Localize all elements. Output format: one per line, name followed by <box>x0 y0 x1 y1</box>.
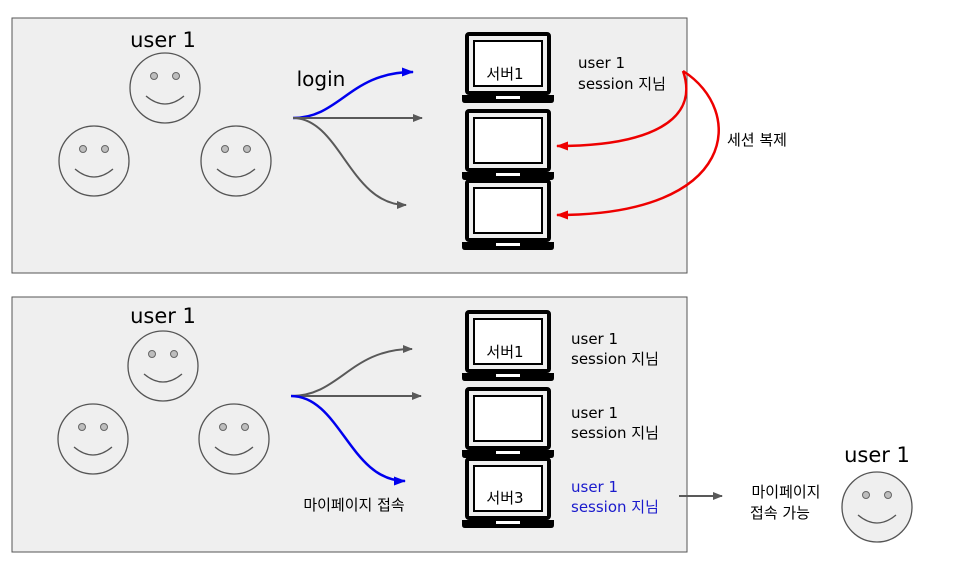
top-session-line2: session 지님 <box>578 75 666 93</box>
top-user-smiley-icon <box>58 125 130 197</box>
bottom-server3-label: 서버3 <box>486 489 523 507</box>
bottom-arrow-to-server3 <box>290 394 406 486</box>
bottom-server2-laptop-icon <box>460 387 556 460</box>
bottom-srv2-session-line1: user 1 <box>571 404 618 422</box>
login-label: login <box>297 67 346 91</box>
bottom-srv2-session-line2: session 지님 <box>571 424 659 442</box>
top-server3-laptop-icon <box>460 179 556 252</box>
replicate-arrow-to-server3 <box>556 69 720 220</box>
top-user-smiley-icon <box>200 125 272 197</box>
bottom-server1-label: 서버1 <box>486 343 523 361</box>
bottom-user-smiley-icon <box>198 403 270 475</box>
bottom-user-smiley-icon <box>57 403 129 475</box>
bottom-srv3-session-line1: user 1 <box>571 478 618 496</box>
bottom-user-smiley-icon <box>127 330 199 402</box>
top-server1-label: 서버1 <box>486 65 523 83</box>
top-arrow-to-server3 <box>292 117 407 209</box>
top-user-label: user 1 <box>130 28 196 52</box>
result-user-label: user 1 <box>844 443 910 467</box>
top-session-line1: user 1 <box>578 54 625 72</box>
top-arrow-to-server1 <box>292 67 414 120</box>
bottom-srv1-session-line1: user 1 <box>571 330 618 348</box>
result-line1: 마이페이지 <box>751 483 820 501</box>
result-user-smiley-icon <box>841 471 913 543</box>
bottom-srv3-session-line2: session 지님 <box>571 498 659 516</box>
replicate-label: 세션 복제 <box>727 131 787 149</box>
top-server2-laptop-icon <box>460 109 556 182</box>
bottom-user-label: user 1 <box>130 304 196 328</box>
bottom-arrow-to-server1 <box>290 345 413 397</box>
bottom-srv1-session-line2: session 지님 <box>571 350 659 368</box>
top-user-smiley-icon <box>129 52 201 124</box>
replicate-arrow-to-server2 <box>556 70 688 151</box>
result-line2: 접속 가능 <box>750 504 810 522</box>
mypage-access-label: 마이페이지 접속 <box>303 496 405 514</box>
